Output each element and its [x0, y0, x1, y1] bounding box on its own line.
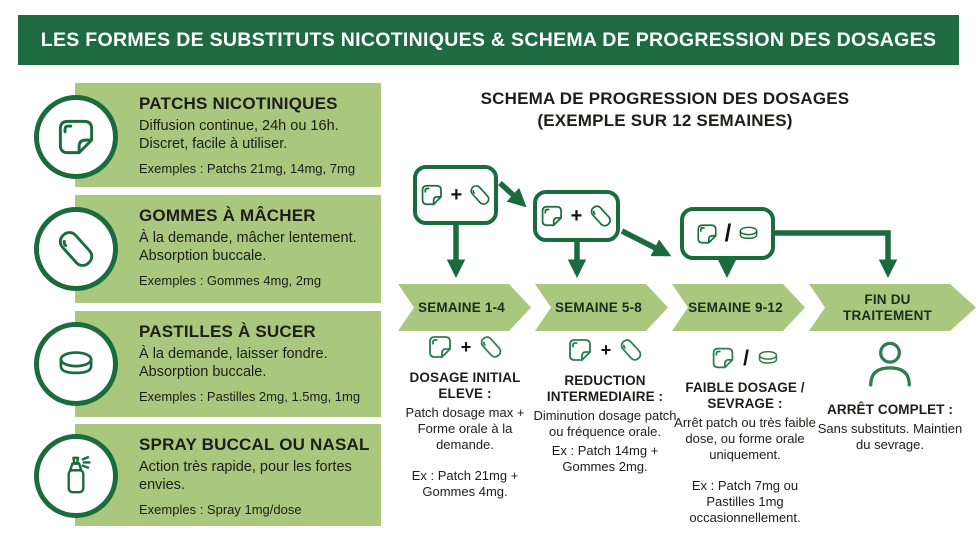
product-examples: Exemples : Spray 1mg/dose: [139, 502, 302, 518]
product-badge: [34, 95, 118, 179]
product-title: PATCHS NICOTINIQUES: [139, 94, 338, 113]
stage-body: Sans substituts. Maintien du sevrage.: [817, 421, 963, 453]
header-banner: LES FORMES DE SUBSTITUTS NICOTINIQUES & …: [18, 15, 959, 65]
timeline-week1-4: SEMAINE 1-4: [398, 284, 531, 331]
gum-icon: [616, 335, 646, 365]
flow-box-week1-4: +: [413, 165, 498, 225]
stage-low-dose: / FAIBLE DOSAGE / SEVRAGE : Arrêt patch …: [668, 343, 822, 526]
slash-sign: /: [743, 346, 749, 370]
gum-icon: [476, 332, 506, 362]
product-desc: À la demande, mâcher lentement. Absorpti…: [139, 230, 357, 265]
slash-sign: /: [724, 219, 732, 247]
patch-icon: [417, 178, 447, 212]
stage-heading: FAIBLE DOSAGE / SEVRAGE :: [685, 380, 805, 412]
schema-title: SCHEMA DE PROGRESSION DES DOSAGES (EXEMP…: [400, 88, 930, 132]
product-card-gum: GOMMES À MÂCHER À la demande, mâcher len…: [75, 195, 381, 303]
stage-body: Patch dosage max + Forme orale à la dema…: [405, 405, 525, 453]
stage-icons: [816, 337, 964, 393]
timeline-week9-12: SEMAINE 9-12: [672, 284, 805, 331]
stage-icons: /: [668, 343, 822, 373]
plus-sign: +: [600, 340, 612, 360]
timeline-label: SEMAINE 1-4: [418, 299, 505, 315]
product-examples: Exemples : Pastilles 2mg, 1.5mg, 1mg: [139, 389, 361, 405]
stage-example: Ex : Patch 7mg ou Pastilles 1mg occasion…: [689, 477, 801, 525]
timeline-label: SEMAINE 5-8: [555, 299, 642, 315]
gum-icon: [51, 224, 101, 274]
patch-icon: [564, 334, 596, 366]
schema-title-line2: (EXEMPLE SUR 12 SEMAINES): [537, 111, 793, 131]
gum-icon: [466, 179, 494, 211]
product-examples: Exemples : Patchs 21mg, 14mg, 7mg: [139, 161, 356, 177]
product-badge: [34, 207, 118, 291]
flow-box-week9-12: /: [680, 207, 775, 260]
timeline-label: SEMAINE 9-12: [688, 299, 783, 315]
stage-icons: +: [531, 334, 679, 366]
timeline-week5-8: SEMAINE 5-8: [535, 284, 668, 331]
product-badge: [34, 322, 118, 406]
stage-heading: REDUCTION INTERMEDIAIRE :: [546, 373, 664, 405]
page-title: LES FORMES DE SUBSTITUTS NICOTINIQUES & …: [40, 28, 937, 51]
patch-icon: [693, 220, 721, 248]
lozenge-icon: [735, 220, 762, 247]
timeline-label: FIN DU TRAITEMENT: [843, 291, 932, 323]
stage-initial-dose: + DOSAGE INITIAL ELEVE : Patch dosage ma…: [393, 331, 537, 500]
patch-icon: [51, 112, 101, 162]
product-examples: Exemples : Gommes 4mg, 2mg: [139, 273, 322, 289]
product-title: SPRAY BUCCAL OU NASAL: [139, 435, 370, 454]
timeline-end: FIN DU TRAITEMENT: [809, 284, 976, 331]
lozenge-icon: [754, 344, 782, 372]
product-desc: Action très rapide, pour les fortes envi…: [139, 459, 352, 494]
stage-intermediate-reduction: + REDUCTION INTERMEDIAIRE : Diminution d…: [531, 334, 679, 475]
spray-icon: [51, 451, 101, 501]
plus-sign: +: [460, 337, 472, 357]
lozenge-icon: [51, 339, 101, 389]
patch-icon: [424, 331, 456, 363]
product-card-patch: PATCHS NICOTINIQUES Diffusion continue, …: [75, 83, 381, 187]
flow-arrows: [446, 180, 898, 278]
product-desc: À la demande, laisser fondre. Absorption…: [139, 346, 328, 381]
schema-title-line1: SCHEMA DE PROGRESSION DES DOSAGES: [480, 89, 850, 108]
product-title: PASTILLES À SUCER: [139, 322, 316, 341]
patch-icon: [708, 343, 738, 373]
product-card-spray: SPRAY BUCCAL OU NASAL Action très rapide…: [75, 424, 381, 526]
plus-sign: +: [450, 184, 463, 206]
product-badge: [34, 434, 118, 518]
stage-complete-stop: ARRÊT COMPLET : Sans substituts. Maintie…: [816, 337, 964, 453]
patch-icon: [537, 201, 567, 231]
stage-body: Diminution dosage patch ou fréquence ora…: [533, 408, 677, 440]
product-card-lozenge: PASTILLES À SUCER À la demande, laisser …: [75, 311, 381, 417]
flow-box-week5-8: +: [533, 190, 620, 242]
plus-sign: +: [570, 205, 583, 227]
stage-icons: +: [393, 331, 537, 363]
stage-example: Ex : Patch 21mg + Gommes 4mg.: [411, 467, 519, 499]
stage-heading: DOSAGE INITIAL ELEVE :: [409, 370, 521, 402]
gum-icon: [586, 201, 616, 231]
product-desc: Diffusion continue, 24h ou 16h. Discret,…: [139, 118, 339, 153]
stage-heading: ARRÊT COMPLET :: [827, 402, 953, 417]
person-icon: [862, 337, 918, 393]
stage-example: Ex : Patch 14mg + Gommes 2mg.: [551, 443, 659, 474]
stage-body: Arrêt patch ou très faible dose, ou form…: [674, 415, 816, 463]
product-title: GOMMES À MÂCHER: [139, 206, 316, 225]
